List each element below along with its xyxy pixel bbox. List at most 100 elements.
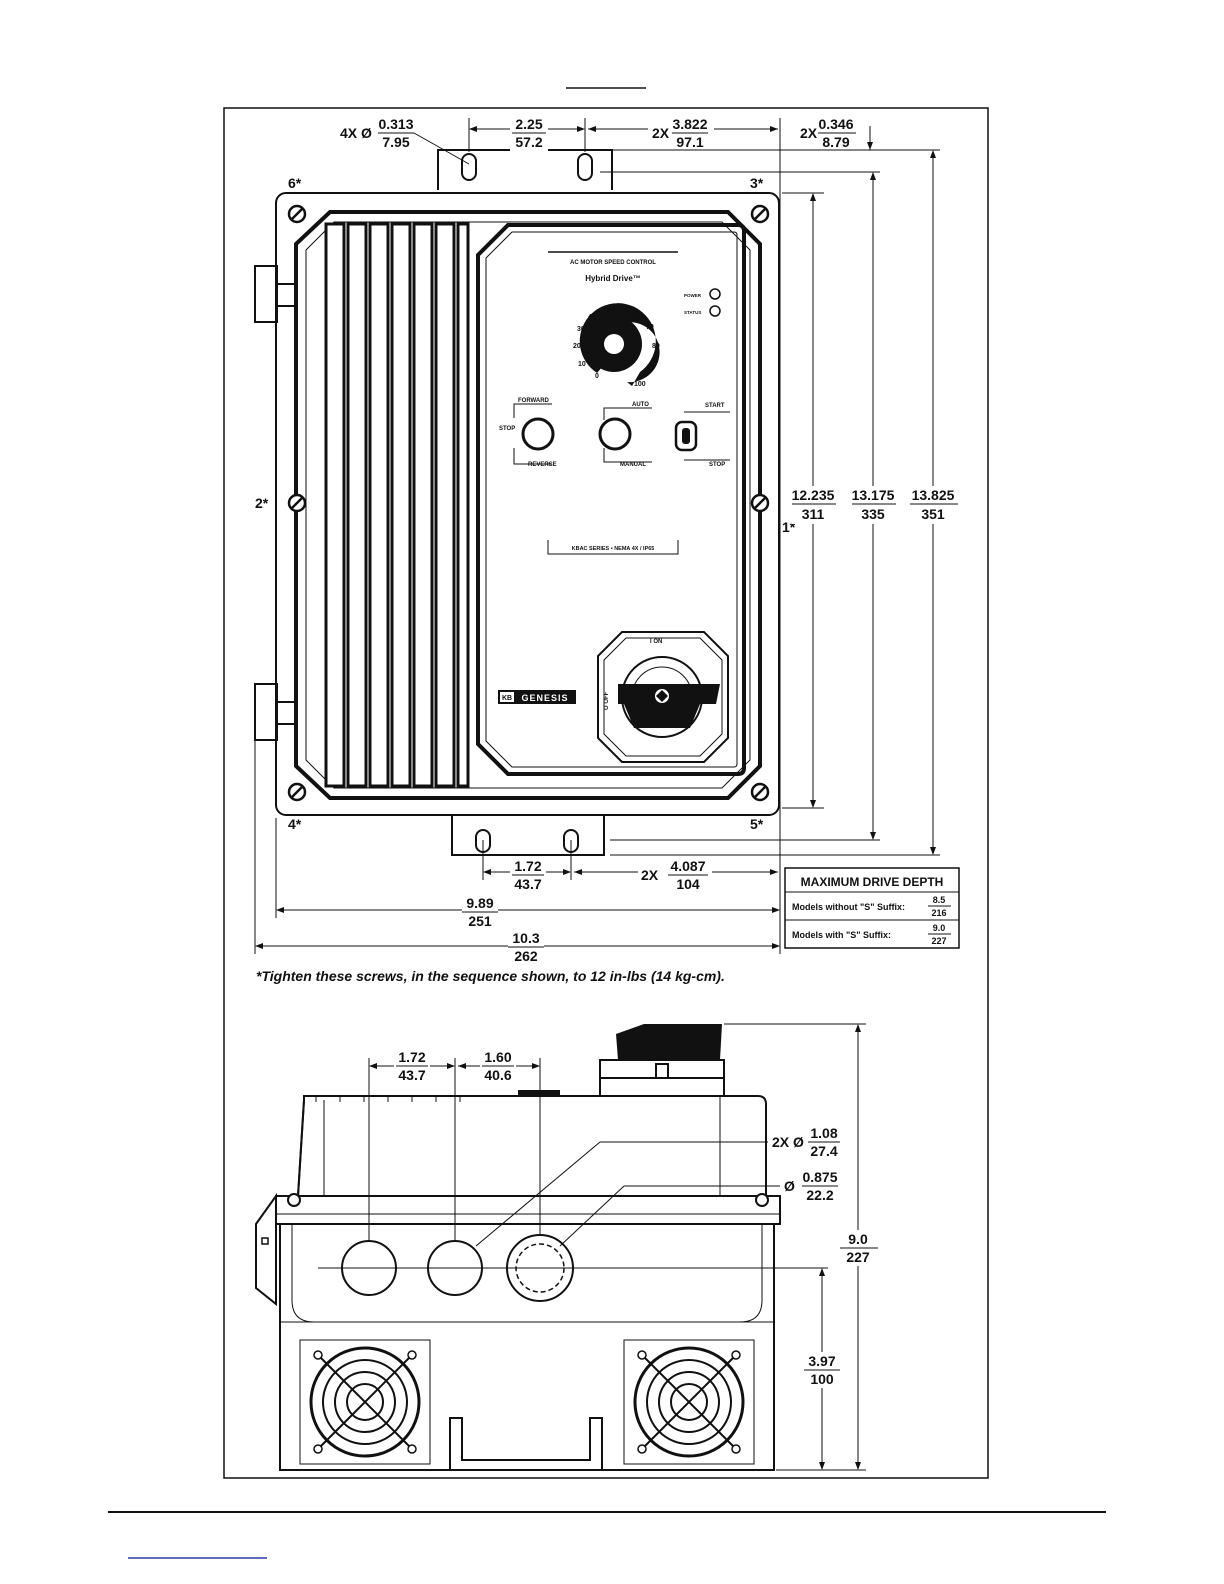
- top-offset-qty: 2X: [652, 125, 670, 141]
- spacing-b-mm: 40.6: [484, 1067, 511, 1083]
- bottom-offset-in: 4.087: [670, 858, 705, 874]
- toggle-lever: [682, 428, 690, 444]
- series-rule: [547, 540, 679, 555]
- depth-row-2-mm: 227: [931, 936, 946, 946]
- fin: [324, 222, 346, 788]
- hole-height-in: 3.97: [808, 1353, 835, 1369]
- led-label-status: STATUS: [684, 310, 701, 315]
- height-2-in: 13.175: [852, 487, 895, 503]
- overall-depth-in: 9.0: [848, 1231, 868, 1247]
- slot-offset-in: 0.346: [818, 116, 853, 132]
- hole-large-leader: [475, 1141, 601, 1247]
- disconnect-handle-side: [616, 1024, 722, 1060]
- mount-hole-leader: [413, 132, 470, 165]
- heatsink-fins: [324, 222, 470, 788]
- fin: [368, 222, 390, 788]
- spacing-a-mm: 43.7: [398, 1067, 425, 1083]
- hole-large-qty: 2X Ø: [772, 1134, 804, 1150]
- disconnect-off-label: O OFF: [604, 691, 610, 710]
- status-led-icon: [709, 305, 721, 317]
- top-offset-in: 3.822: [672, 116, 707, 132]
- depth-row-1-mm: 216: [931, 908, 946, 918]
- brand-kb: KB: [502, 695, 512, 702]
- dial-mark-100: 100: [634, 381, 646, 388]
- front-view: 1* 2* 3* 4* 5* 6* AC MOTOR SPEED CONTROL…: [254, 115, 960, 984]
- brand-kb-box: [500, 692, 514, 702]
- fan-left-icon: [299, 1339, 431, 1465]
- top-slot-left: [461, 153, 477, 181]
- screw-icon: [750, 204, 770, 224]
- direction-switch-knob-icon: [521, 417, 555, 451]
- dial-mark-70: 70: [646, 324, 654, 331]
- enclosure-width-in: 9.89: [466, 895, 493, 911]
- brand-name: GENESIS: [521, 693, 568, 703]
- switch-label-stop: STOP: [499, 426, 515, 432]
- dial-mark-50: 50: [608, 307, 616, 314]
- screw-label-5: 5*: [750, 816, 764, 832]
- hole-small-mm: 22.2: [806, 1187, 833, 1203]
- slot-offset-mm: 8.79: [822, 134, 849, 150]
- height-3-mm: 351: [921, 506, 945, 522]
- direction-switch: FORWARD STOP REVERSE: [499, 398, 557, 468]
- switch-label-reverse: REVERSE: [528, 462, 557, 468]
- power-led-icon: [709, 288, 721, 300]
- screw-icon: [287, 1193, 301, 1207]
- dial-mark-40: 40: [588, 314, 596, 321]
- bottom-offset-qty: 2X: [641, 867, 659, 883]
- enclosure-width-mm: 251: [468, 913, 492, 929]
- mount-hole-qty: 4X Ø: [340, 125, 372, 141]
- dial-mark-80: 80: [652, 343, 660, 350]
- control-panel-inner: [485, 231, 738, 768]
- height-2-mm: 335: [861, 506, 885, 522]
- dial-mark-60: 60: [631, 312, 639, 319]
- overall-width-in: 10.3: [512, 930, 539, 946]
- disconnect-handle-icon: [618, 684, 720, 728]
- torque-footnote: *Tighten these screws, in the sequence s…: [256, 968, 725, 984]
- bottom-spacing-mm: 43.7: [514, 876, 541, 892]
- led-label-power: POWER: [684, 293, 702, 298]
- height-1-in: 12.235: [792, 487, 835, 503]
- bottom-spacing-in: 1.72: [514, 858, 541, 874]
- screw-label-6: 6*: [288, 175, 302, 191]
- depth-row-1-in: 8.5: [933, 895, 946, 905]
- depth-row-1-label: Models without "S" Suffix:: [792, 902, 905, 912]
- enclosure-cover-inner: [305, 221, 751, 789]
- fin: [346, 222, 368, 788]
- screw-icon: [287, 782, 307, 802]
- fin: [390, 222, 412, 788]
- disconnect-on-label: I ON: [650, 639, 662, 645]
- screw-icon: [750, 493, 770, 513]
- flange: [275, 1195, 781, 1225]
- switch-label-stop-toggle: STOP: [709, 462, 725, 468]
- mode-switch-knob-icon: [598, 417, 632, 451]
- dial-mark-90: 90: [647, 364, 655, 371]
- panel-title: AC MOTOR SPEED CONTROL: [570, 260, 656, 266]
- height-1-mm: 311: [802, 506, 825, 522]
- dial-mark-10: 10: [578, 361, 586, 368]
- enclosure-cover: [294, 210, 762, 800]
- bottom-mount-tab-side: [449, 1417, 603, 1470]
- screw-label-4: 4*: [288, 816, 302, 832]
- spacing-a-in: 1.72: [398, 1049, 425, 1065]
- hinge-bottom: [254, 683, 278, 741]
- dial-mark-20: 20: [573, 343, 581, 350]
- brand-badge: [498, 690, 576, 704]
- enclosure-body: [275, 192, 780, 816]
- top-offset-mm: 97.1: [676, 134, 703, 150]
- screw-icon: [750, 782, 770, 802]
- hole-small-in: 0.875: [802, 1169, 837, 1185]
- switch-label-start: START: [705, 403, 725, 409]
- fin: [456, 222, 470, 788]
- slot-offset-qty: 2X: [800, 125, 818, 141]
- fin: [434, 222, 456, 788]
- depth-table-title: MAXIMUM DRIVE DEPTH: [801, 875, 944, 889]
- screw-label-3: 3*: [750, 175, 764, 191]
- screw-icon: [287, 493, 307, 513]
- screw-icon: [755, 1193, 769, 1207]
- hole-small-leader: [559, 1185, 625, 1247]
- depth-row-2-in: 9.0: [933, 923, 946, 933]
- depth-row-2-label: Models with "S" Suffix:: [792, 930, 891, 940]
- switch-label-manual: MANUAL: [620, 462, 646, 468]
- bottom-view: 1.72 43.7 1.60 40.6 2X Ø 1.08 27.4 Ø 0.8…: [255, 1023, 880, 1471]
